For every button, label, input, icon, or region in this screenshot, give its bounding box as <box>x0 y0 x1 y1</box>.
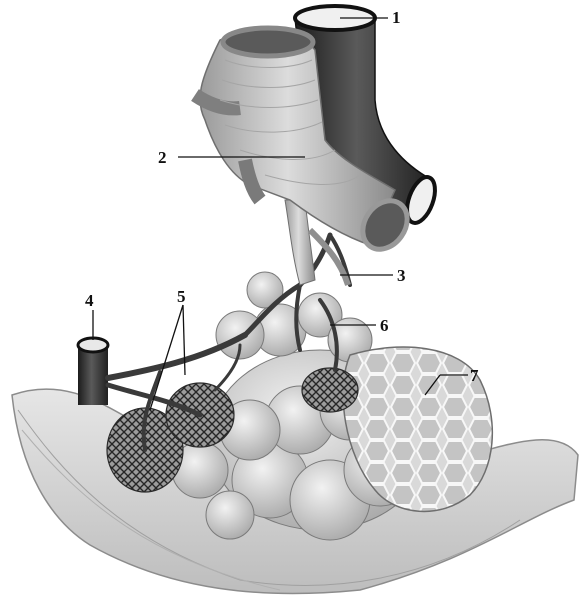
callout-5: 5 <box>177 288 186 305</box>
callout-6: 6 <box>380 317 389 334</box>
callout-2: 2 <box>158 149 167 166</box>
callout-3: 3 <box>397 267 406 284</box>
callout-1: 1 <box>392 9 401 26</box>
callout-4: 4 <box>85 292 94 309</box>
pulmonary-vessel-stub <box>78 338 108 405</box>
callout-7: 7 <box>470 367 479 384</box>
